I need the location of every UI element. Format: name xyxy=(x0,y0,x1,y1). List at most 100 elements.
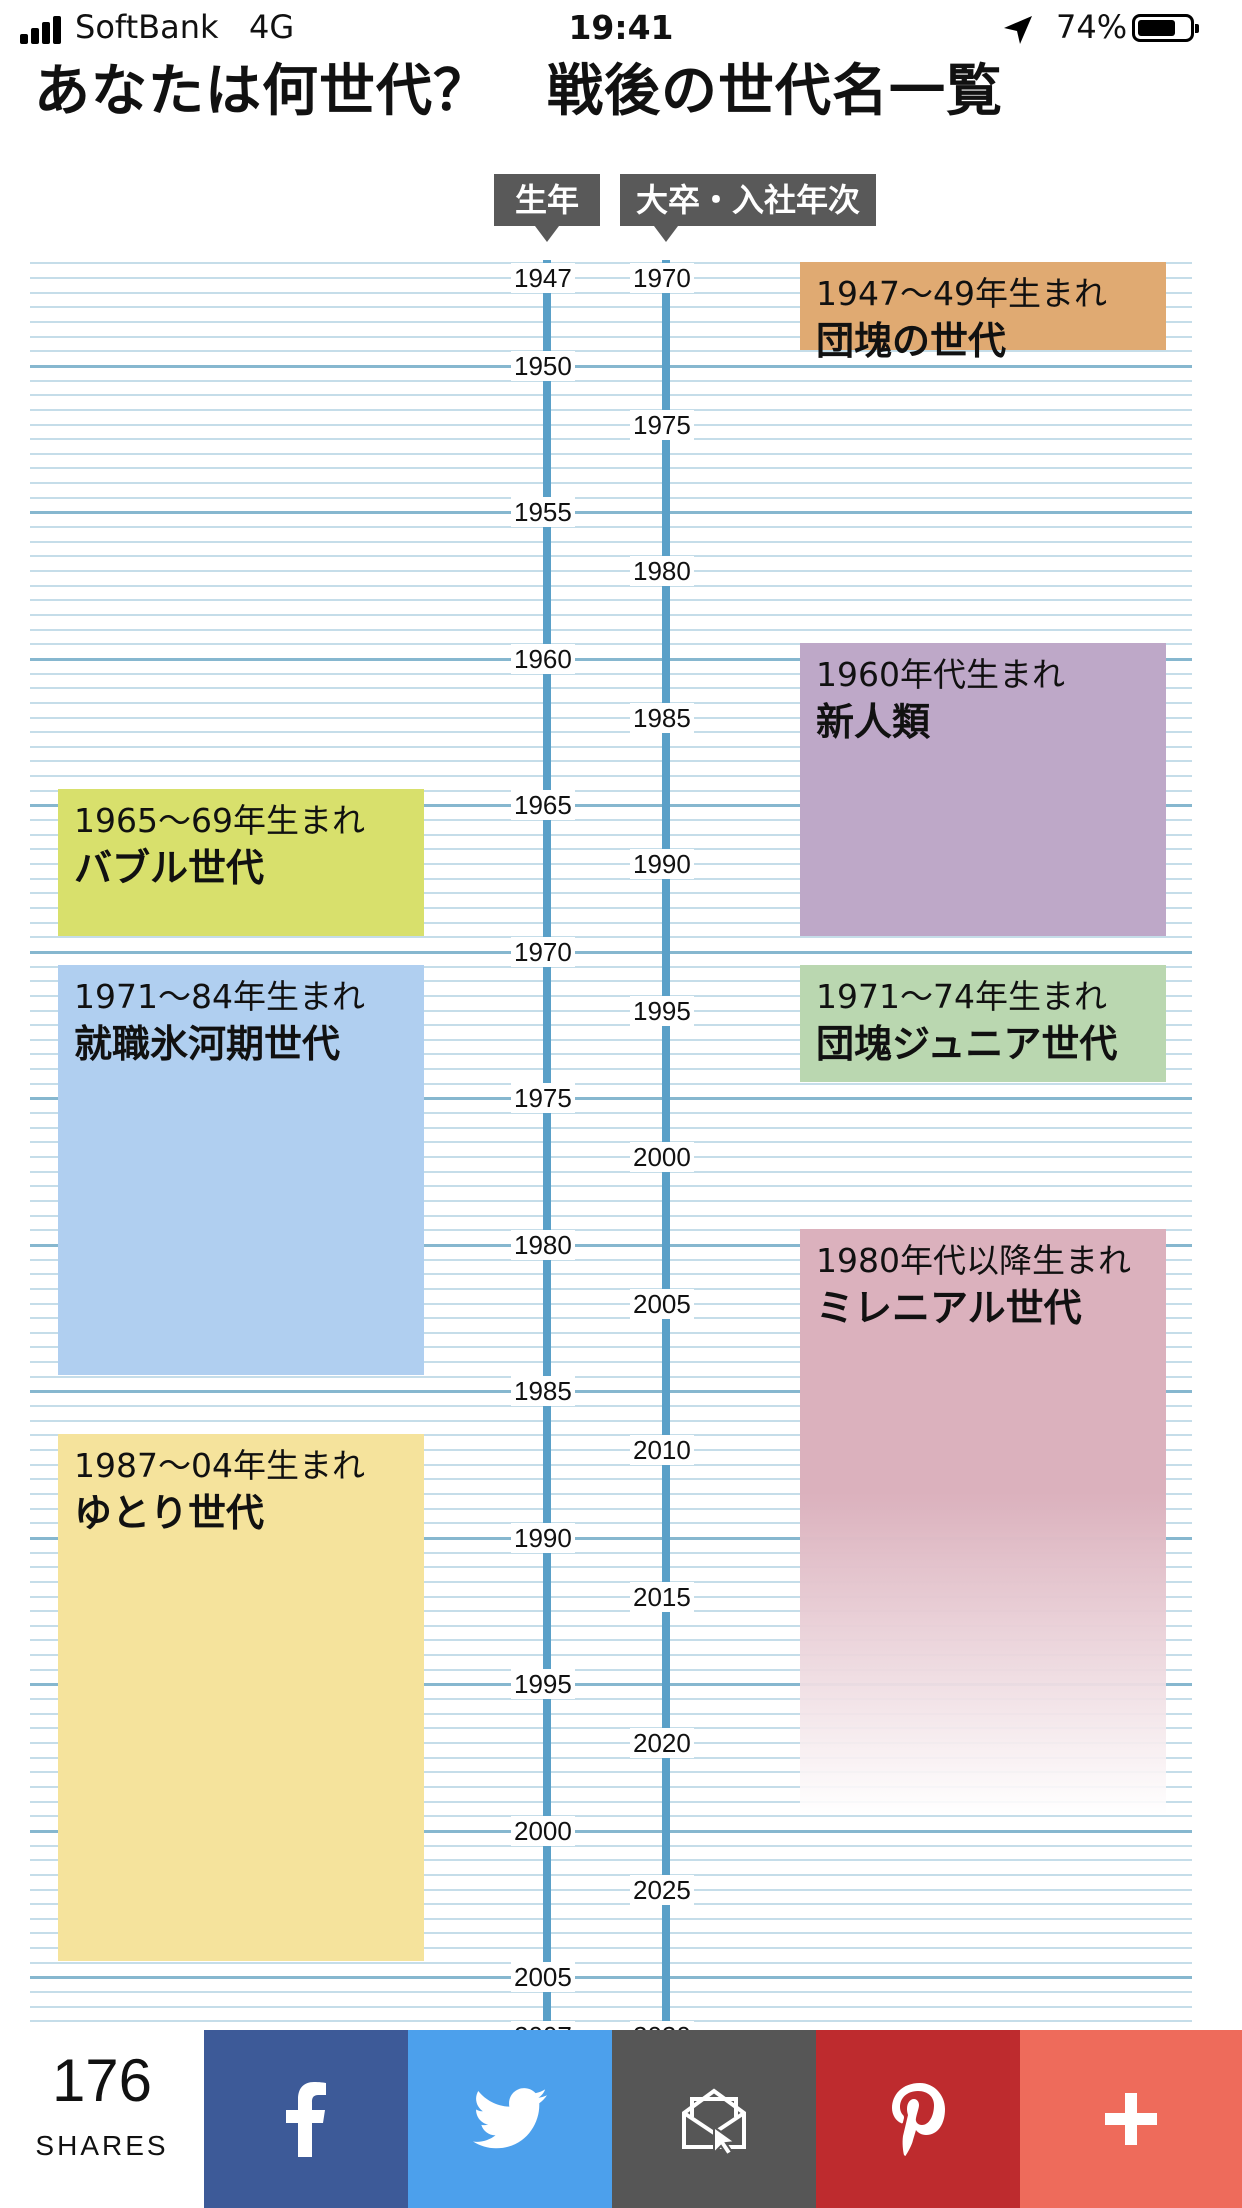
generation-range-label: 1971〜74年生まれ xyxy=(816,977,1107,1017)
generation-range-label: 1965〜69年生まれ xyxy=(74,801,365,841)
generation-box: 1980年代以降生まれミレニアル世代 xyxy=(800,1228,1166,1815)
more-share-button[interactable] xyxy=(1020,2030,1242,2208)
gridline xyxy=(30,1727,1192,1730)
gridline xyxy=(30,1463,1192,1466)
gridline xyxy=(30,350,1192,353)
gridline xyxy=(30,1917,1192,1920)
gridline xyxy=(30,863,1192,865)
generation-range-label: 1987〜04年生まれ xyxy=(74,1446,365,1485)
hire-year-tick: 2020 xyxy=(630,1728,694,1758)
generation-range-label: 1971〜84年生まれ xyxy=(74,977,365,1017)
axis-header-pointer xyxy=(535,226,559,242)
hire-year-axis-header: 大卒・入社年次 xyxy=(620,174,876,242)
gridline xyxy=(30,1829,1192,1833)
gridline xyxy=(30,657,1192,661)
gridline xyxy=(30,1873,1192,1876)
gridline xyxy=(30,1624,1192,1627)
gridline xyxy=(30,687,1192,690)
email-share-button[interactable] xyxy=(612,2030,816,2208)
gridline xyxy=(30,1507,1192,1510)
hire-year-tick: 1970 xyxy=(630,263,694,293)
gridline xyxy=(30,584,1192,587)
gridline xyxy=(30,1317,1192,1320)
gridline xyxy=(30,1683,1192,1687)
gridline xyxy=(30,423,1192,426)
gridline xyxy=(30,1478,1192,1481)
gridline xyxy=(30,467,1192,470)
gridline xyxy=(30,1800,1192,1803)
gridline xyxy=(30,1932,1192,1935)
carrier-label: SoftBank 4G xyxy=(75,8,295,46)
gridline xyxy=(30,1229,1192,1232)
hire-year-tick: 1990 xyxy=(630,849,694,879)
gridline xyxy=(30,1639,1192,1642)
gridline xyxy=(30,496,1192,499)
gridline xyxy=(30,1068,1192,1071)
gridline xyxy=(30,1185,1192,1188)
gridline xyxy=(30,1771,1192,1774)
gridline xyxy=(30,2020,1192,2023)
gridline xyxy=(30,1156,1192,1158)
gridline xyxy=(30,1038,1192,1041)
gridline xyxy=(30,364,1192,368)
gridline xyxy=(30,1712,1192,1715)
gridline xyxy=(30,1273,1192,1276)
gridline xyxy=(30,1595,1192,1598)
gridline xyxy=(30,1449,1192,1451)
facebook-share-button[interactable] xyxy=(204,2030,408,2208)
gridline xyxy=(30,1331,1192,1334)
facebook-icon xyxy=(286,2082,326,2157)
email-icon xyxy=(682,2088,746,2155)
pinterest-share-button[interactable] xyxy=(816,2030,1020,2208)
gridline xyxy=(30,672,1192,675)
gridline xyxy=(30,1302,1192,1305)
generation-box: 1971〜74年生まれ団塊ジュニア世代 xyxy=(800,965,1166,1083)
clock: 19:41 xyxy=(568,8,674,47)
gridline xyxy=(30,1551,1192,1554)
hire-year-tick: 1985 xyxy=(630,702,694,733)
gridline xyxy=(30,906,1192,909)
gridline xyxy=(30,1785,1192,1788)
gridline xyxy=(30,1024,1192,1027)
gridline xyxy=(30,408,1192,411)
gridline xyxy=(30,511,1192,515)
gridline xyxy=(30,1126,1192,1129)
page-title: あなたは何世代？ 戦後の世代名一覧 xyxy=(34,59,1003,124)
gridline xyxy=(30,643,1192,646)
gridline xyxy=(30,1991,1192,1994)
gridline xyxy=(30,892,1192,895)
birth-year-tick: 1995 xyxy=(511,1669,575,1700)
gridline xyxy=(30,1361,1192,1364)
gridline xyxy=(30,394,1192,397)
generation-name: 団塊ジュニア世代 xyxy=(816,1022,1118,1067)
axis-header-pointer xyxy=(654,226,678,242)
gridline xyxy=(30,1859,1192,1862)
gridline xyxy=(30,950,1192,954)
gridline xyxy=(30,789,1192,792)
gridline xyxy=(30,1903,1192,1906)
gridline xyxy=(30,1668,1192,1671)
birth-year-axis-header: 生年 xyxy=(494,174,600,242)
generation-box: 1965〜69年生まれバブル世代 xyxy=(58,789,424,936)
birth-year-tick: 1980 xyxy=(511,1229,575,1260)
gridline xyxy=(30,1844,1192,1847)
generation-name: 新人類 xyxy=(816,699,931,744)
gridline xyxy=(30,1419,1192,1422)
generation-range-label: 1947〜49年生まれ xyxy=(816,274,1107,313)
gridline xyxy=(30,379,1192,382)
share-count-number: 176 xyxy=(51,2047,153,2114)
gridline xyxy=(30,1610,1192,1613)
gridline xyxy=(30,306,1192,309)
gridline xyxy=(30,277,1192,279)
status-bar: SoftBank 4G 19:41 74% xyxy=(0,0,1242,60)
birth-year-axis xyxy=(543,260,551,2046)
gridline xyxy=(30,1009,1192,1012)
hire-year-tick: 2025 xyxy=(630,1874,694,1905)
gridline xyxy=(30,1053,1192,1056)
birth-year-tick: 1950 xyxy=(511,350,575,381)
gridline xyxy=(30,965,1192,968)
gridline xyxy=(30,452,1192,455)
hire-year-tick: 2000 xyxy=(630,1142,694,1172)
twitter-share-button[interactable] xyxy=(408,2030,612,2208)
